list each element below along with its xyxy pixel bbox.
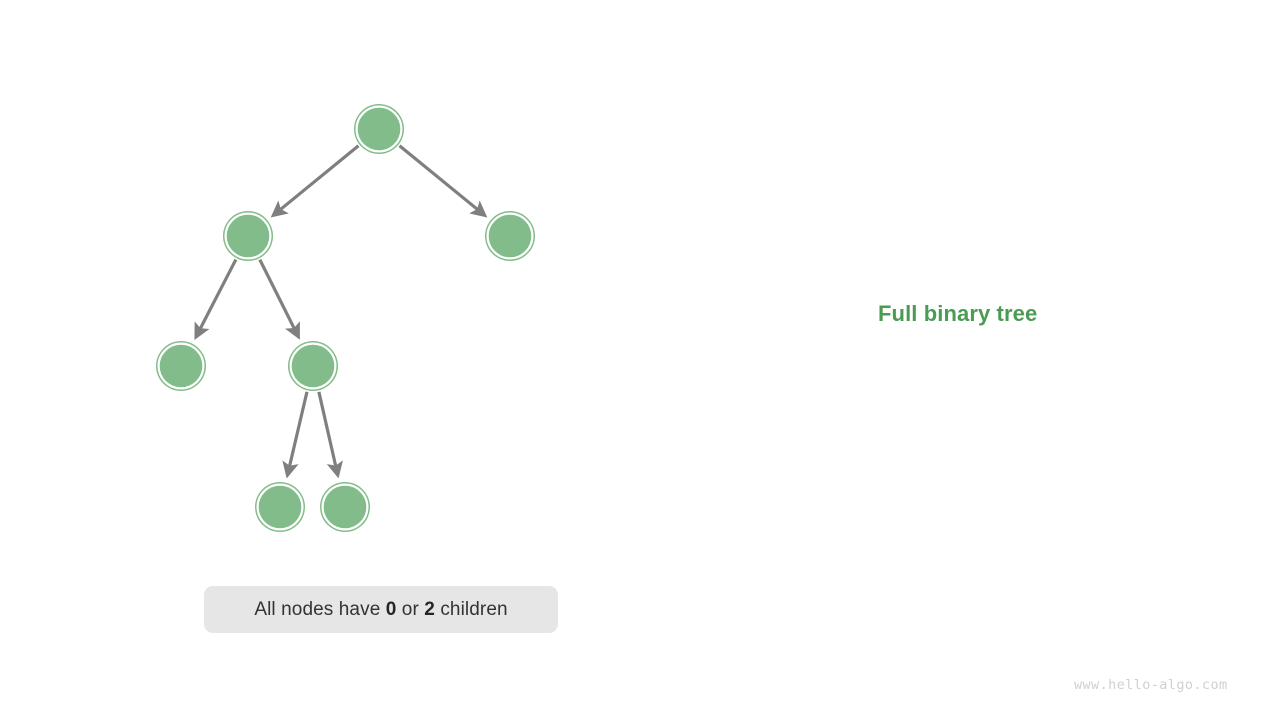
caption-middle: or bbox=[396, 598, 425, 620]
node-inner-disc bbox=[489, 215, 531, 257]
node-inner-disc bbox=[358, 108, 400, 150]
tree-edge bbox=[258, 258, 300, 340]
tree-edges bbox=[194, 144, 488, 479]
tree-node bbox=[485, 211, 535, 261]
tree-node bbox=[156, 341, 206, 391]
tree-edge bbox=[317, 391, 343, 479]
tree-nodes bbox=[156, 104, 535, 532]
caption-badge: All nodes have 0 or 2 children bbox=[204, 586, 558, 633]
node-white-ring bbox=[486, 212, 534, 260]
tree-node bbox=[255, 482, 305, 532]
node-white-ring bbox=[157, 342, 205, 390]
tree-edge bbox=[282, 391, 309, 479]
node-inner-disc bbox=[259, 486, 301, 528]
node-inner-disc bbox=[292, 345, 334, 387]
caption-suffix: children bbox=[434, 598, 508, 620]
caption-text: All nodes have 0 or 2 children bbox=[254, 599, 507, 621]
watermark: www.hello-algo.com bbox=[1074, 677, 1228, 693]
tree-edge bbox=[270, 144, 360, 218]
node-inner-disc bbox=[324, 486, 366, 528]
caption-prefix: All nodes have bbox=[254, 598, 386, 620]
tree-edge bbox=[398, 144, 488, 218]
tree-edge bbox=[194, 258, 238, 340]
tree-node bbox=[223, 211, 273, 261]
caption-count-a: 0 bbox=[385, 598, 397, 620]
node-white-ring bbox=[256, 483, 304, 531]
node-white-ring bbox=[321, 483, 369, 531]
node-white-ring bbox=[355, 105, 403, 153]
node-white-ring bbox=[224, 212, 272, 260]
tree-node bbox=[320, 482, 370, 532]
tree-node bbox=[354, 104, 404, 154]
node-white-ring bbox=[289, 342, 337, 390]
tree-node bbox=[288, 341, 338, 391]
node-inner-disc bbox=[227, 215, 269, 257]
node-inner-disc bbox=[160, 345, 202, 387]
page-title: Full binary tree bbox=[878, 301, 1038, 326]
caption-count-b: 2 bbox=[424, 598, 435, 620]
